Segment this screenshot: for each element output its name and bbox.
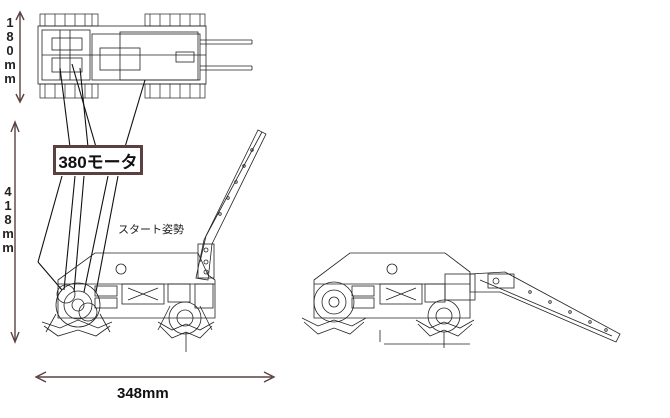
extended-arm bbox=[469, 271, 621, 343]
top-view-wheels bbox=[39, 13, 206, 99]
start-front-wheel bbox=[41, 282, 113, 337]
side-view-extended bbox=[301, 252, 621, 348]
height-label: 418mm bbox=[2, 184, 14, 255]
extended-front-wheel bbox=[301, 281, 367, 335]
extended-rear-wheel bbox=[415, 299, 475, 337]
top-width-label: 180mm bbox=[4, 15, 16, 86]
length-label: 348mm bbox=[117, 385, 169, 402]
start-pose-label: スタート姿勢 bbox=[118, 223, 184, 236]
dimension-lines bbox=[10, 10, 276, 383]
side-view-start bbox=[41, 129, 267, 352]
top-view bbox=[37, 13, 253, 99]
motor-leader-lines bbox=[37, 63, 146, 293]
motor-label: 380モータ bbox=[53, 145, 143, 175]
start-arm bbox=[195, 129, 267, 281]
